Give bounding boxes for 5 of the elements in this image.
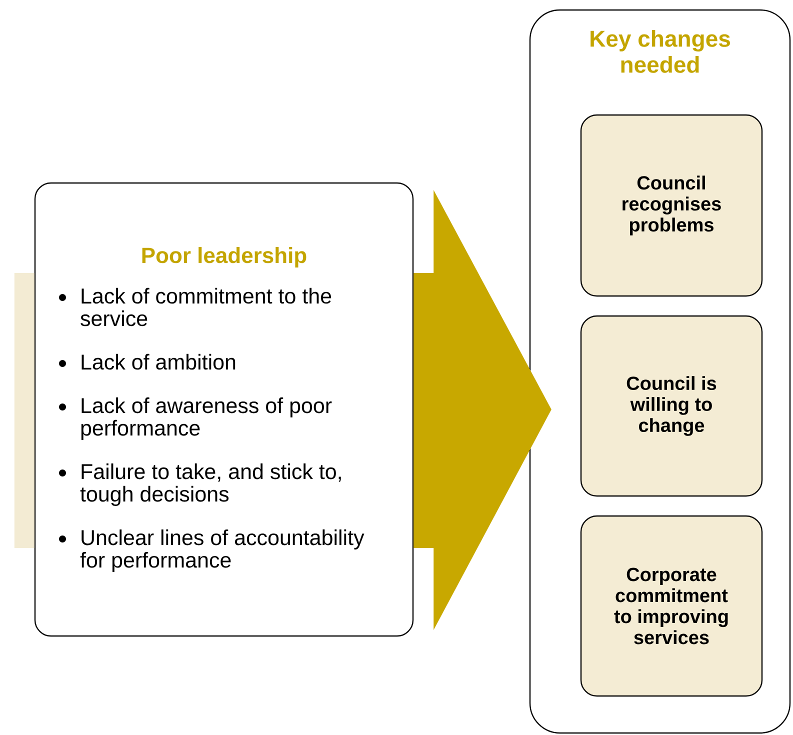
change-box: Council is willing to change <box>580 315 763 497</box>
text-box: Poor leadership Lack of commitment to the service Lack of ambition Lack of awareness of poor performance Failure to take, and stick to, tough decisions Unclear lines of accountability for performance <box>34 182 414 637</box>
arrow <box>414 190 552 630</box>
change-box: Corporate commitment to improving services <box>580 515 763 697</box>
change-box: Council recognises problems <box>580 114 763 297</box>
